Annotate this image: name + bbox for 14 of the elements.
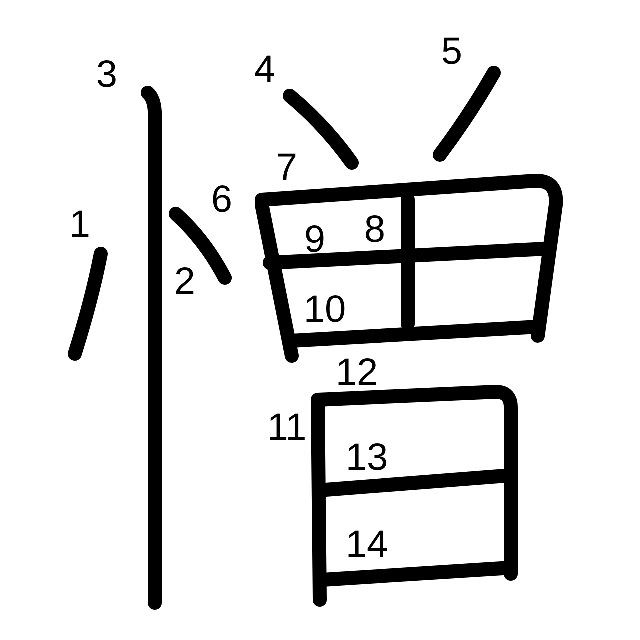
stroke-number: 8 — [364, 211, 386, 249]
stroke-number: 14 — [346, 526, 388, 564]
stroke-number: 5 — [441, 33, 463, 71]
stroke-number: 10 — [304, 291, 346, 329]
stroke-number: 2 — [174, 263, 196, 301]
stroke-number: 7 — [276, 149, 298, 187]
stroke-number: 1 — [69, 206, 91, 244]
stroke-number: 9 — [304, 221, 326, 259]
stroke-number: 12 — [336, 354, 378, 392]
stroke-number: 11 — [267, 409, 307, 447]
stroke-number: 3 — [96, 56, 118, 94]
stroke-number: 6 — [211, 181, 233, 219]
stroke-number: 4 — [254, 51, 276, 89]
stroke-number: 13 — [346, 439, 388, 477]
